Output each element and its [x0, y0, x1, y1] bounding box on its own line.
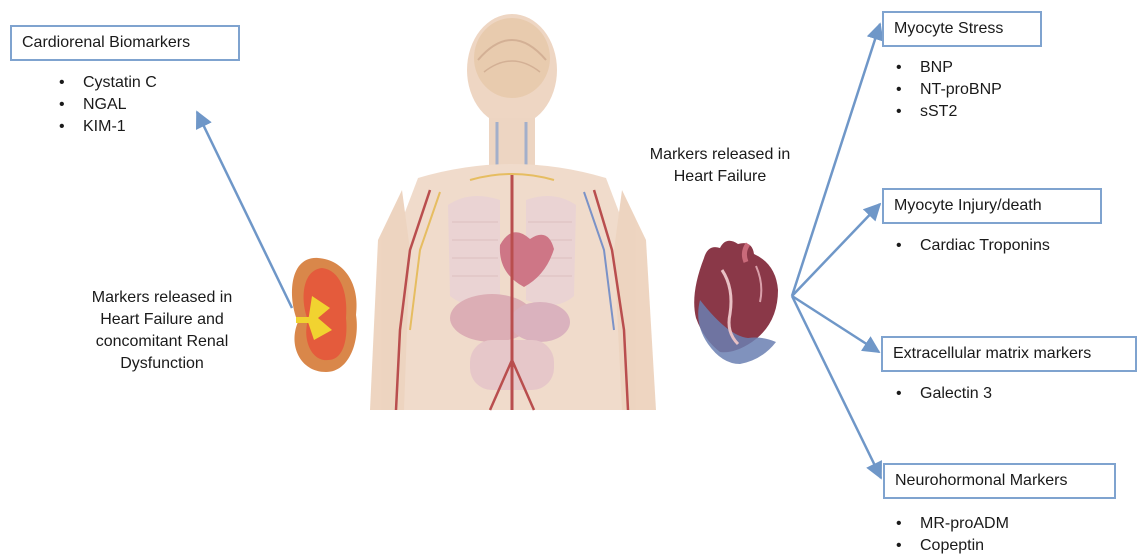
kidney-caption: Markers released in Heart Failure and co… [58, 287, 266, 375]
neurohormonal-markers-box: Neurohormonal Markers [883, 463, 1116, 499]
cardiorenal-biomarkers-title: Cardiorenal Biomarkers [22, 34, 190, 51]
kidney-caption-line-4: Dysfunction [58, 353, 266, 375]
extracellular-matrix-title: Extracellular matrix markers [893, 345, 1091, 362]
marker-ngal: NGAL [57, 94, 157, 116]
myocyte-stress-title: Myocyte Stress [894, 20, 1003, 37]
heart-caption: Markers released in Heart Failure [620, 144, 820, 188]
marker-cystatin-c: Cystatin C [57, 72, 157, 94]
kidney-caption-line-1: Markers released in [58, 287, 266, 309]
heart-caption-line-1: Markers released in [620, 144, 820, 166]
marker-copeptin: Copeptin [894, 535, 1009, 557]
marker-sst2: sST2 [894, 101, 1002, 123]
kidney-caption-line-3: concomitant Renal [58, 331, 266, 353]
extracellular-matrix-box: Extracellular matrix markers [881, 336, 1137, 372]
marker-bnp: BNP [894, 57, 1002, 79]
neurohormonal-marker-list: MR-proADM Copeptin [894, 513, 1009, 557]
marker-cardiac-troponins: Cardiac Troponins [894, 235, 1050, 257]
marker-mr-proadm: MR-proADM [894, 513, 1009, 535]
kidney-caption-line-2: Heart Failure and [58, 309, 266, 331]
marker-kim-1: KIM-1 [57, 116, 157, 138]
neurohormonal-markers-title: Neurohormonal Markers [895, 472, 1068, 489]
cardiorenal-marker-list: Cystatin C NGAL KIM-1 [57, 72, 157, 138]
extracellular-matrix-marker-list: Galectin 3 [894, 383, 992, 405]
myocyte-injury-marker-list: Cardiac Troponins [894, 235, 1050, 257]
heart-caption-line-2: Heart Failure [620, 166, 820, 188]
myocyte-injury-title: Myocyte Injury/death [894, 197, 1042, 214]
marker-galectin-3: Galectin 3 [894, 383, 992, 405]
cardiorenal-biomarkers-box: Cardiorenal Biomarkers [10, 25, 240, 61]
myocyte-injury-box: Myocyte Injury/death [882, 188, 1102, 224]
myocyte-stress-marker-list: BNP NT-proBNP sST2 [894, 57, 1002, 123]
marker-nt-probnp: NT-proBNP [894, 79, 1002, 101]
myocyte-stress-box: Myocyte Stress [882, 11, 1042, 47]
